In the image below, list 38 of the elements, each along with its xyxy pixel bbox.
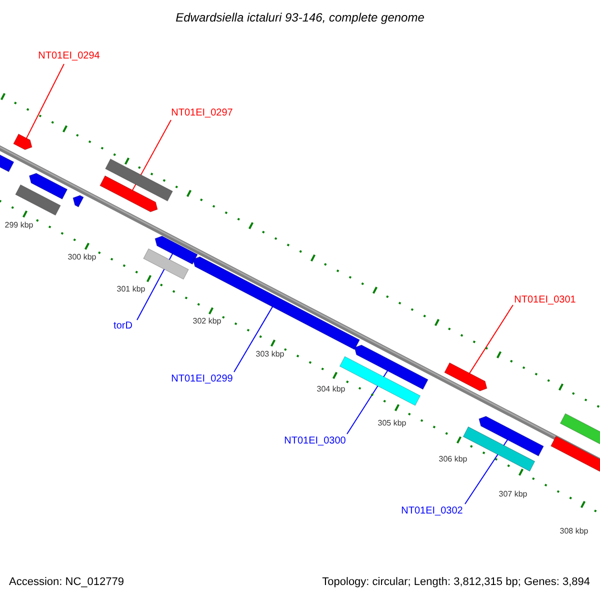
- gene-feature: [444, 362, 488, 392]
- gene-feature: [15, 184, 61, 216]
- scale-label: 307 kbp: [498, 490, 528, 500]
- diagram-title: Edwardsiella ictaluri 93-146, complete genome: [176, 11, 424, 25]
- gene-label: NT01EI_0297: [171, 108, 233, 118]
- gene-label: NT01EI_0299: [171, 374, 233, 384]
- gene-feature: [100, 175, 158, 212]
- gene-label: NT01EI_0300: [284, 436, 346, 446]
- scale-label: 306 kbp: [438, 456, 468, 464]
- gene-feature: [13, 134, 32, 150]
- footer-text: Accession: NC_012779: [9, 576, 124, 588]
- gene-label: torD: [114, 320, 132, 332]
- leader-line: [234, 306, 274, 372]
- gene-feature: [143, 248, 189, 280]
- scale-label: 308 kbp: [560, 528, 588, 536]
- scale-label: 300 kbp: [68, 254, 96, 262]
- scale-label: 304 kbp: [316, 386, 346, 394]
- leader-line: [468, 304, 514, 374]
- gene-feature: [105, 158, 173, 202]
- gene-feature: [28, 172, 68, 200]
- gene-feature: [154, 236, 198, 265]
- gene-feature: [72, 195, 84, 208]
- gene-feature: [354, 344, 428, 390]
- gene-feature: [192, 256, 360, 350]
- scale-label: 302 kbp: [192, 318, 222, 326]
- gene-feature: [560, 413, 600, 447]
- scale-label: 301 kbp: [116, 286, 146, 294]
- scale-label: 305 kbp: [378, 420, 406, 428]
- gene-feature: [478, 416, 544, 456]
- leader-line: [26, 64, 64, 140]
- scale-label: 299 kbp: [4, 222, 34, 230]
- gene-label: NT01EI_0294: [38, 50, 100, 62]
- leader-line: [346, 370, 388, 434]
- gene-feature: [550, 436, 600, 472]
- gene-label: NT01EI_0302: [401, 506, 463, 516]
- gene-label: NT01EI_0301: [514, 294, 576, 306]
- footer-text: Topology: circular; Length: 3,812,315 bp; Genes: 3,894: [322, 576, 590, 588]
- leader-line: [464, 438, 508, 504]
